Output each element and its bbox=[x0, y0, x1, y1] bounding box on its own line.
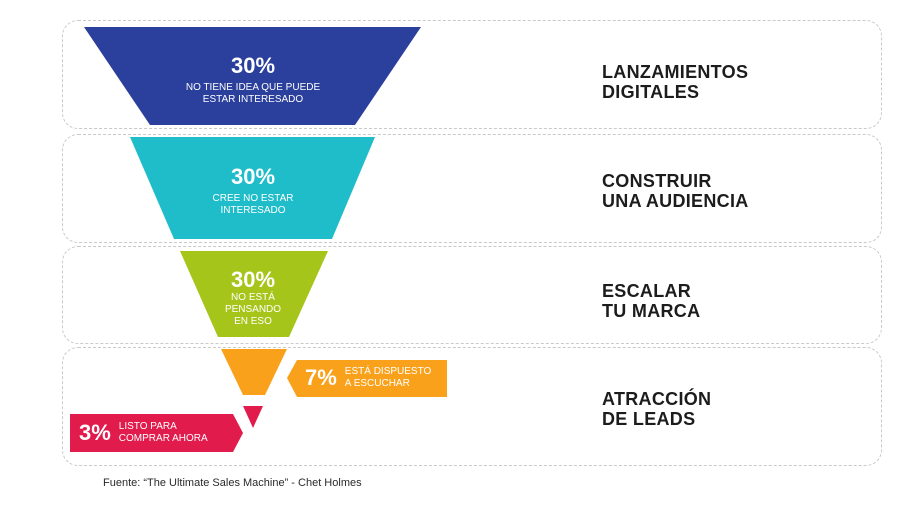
stage-2-desc-line: interesado bbox=[220, 205, 286, 216]
stage-2-label-line: UNA AUDIENCIA bbox=[602, 191, 749, 211]
funnel-segment-2 bbox=[130, 137, 375, 239]
stage-3-percent: 30% bbox=[230, 267, 276, 292]
stage-1-desc-line: estar interesado bbox=[202, 94, 304, 105]
callout-3-desc-line: LISTO PARA bbox=[118, 421, 177, 432]
callout-3-box bbox=[70, 414, 243, 452]
stage-4-label-line: DE LEADS bbox=[602, 409, 696, 429]
callout-7-desc-line: A ESCUCHAR bbox=[344, 378, 410, 389]
stage-2-percent: 30% bbox=[230, 164, 276, 189]
stage-2-description: Cree no estar interesado bbox=[183, 193, 323, 217]
funnel-segment-5 bbox=[243, 406, 263, 428]
callout-3-value: 3% bbox=[79, 420, 111, 445]
stage-3-desc-line: en eso bbox=[234, 316, 272, 327]
stage-1-desc-line: No tiene idea que puede bbox=[185, 82, 321, 93]
stage-3-label: ESCALAR TU MARCA bbox=[602, 281, 700, 321]
stage-1-label-line: LANZAMIENTOS bbox=[602, 62, 749, 82]
funnel-segment-1 bbox=[84, 27, 421, 125]
stage-3-desc-line: No está bbox=[231, 292, 275, 303]
callout-7-value: 7% bbox=[305, 365, 337, 390]
funnel-segment-4 bbox=[221, 349, 287, 395]
stage-1-label-line: DIGITALES bbox=[602, 82, 700, 102]
stage-4-label: ATRACCIÓN DE LEADS bbox=[602, 389, 711, 429]
stage-3-label-line: TU MARCA bbox=[602, 301, 701, 321]
stage-1-percent: 30% bbox=[230, 53, 276, 78]
callout-7-desc-line: ESTÁ DISPUESTO bbox=[344, 366, 432, 377]
callout-3-percent: 3% LISTO PARA COMPRAR AHORA bbox=[79, 421, 208, 445]
stage-2-desc-line: Cree no estar bbox=[212, 193, 294, 204]
stage-4-label-line: ATRACCIÓN bbox=[602, 389, 712, 409]
callout-7-description: ESTÁ DISPUESTO A ESCUCHAR bbox=[345, 366, 432, 390]
source-citation: Fuente: “The Ultimate Sales Machine” - C… bbox=[103, 477, 362, 489]
stage-3-label-line: ESCALAR bbox=[602, 281, 692, 301]
stage-3-description: No está pensando en eso bbox=[203, 292, 303, 328]
callout-7-box bbox=[287, 360, 447, 397]
callout-7-percent: 7% ESTÁ DISPUESTO A ESCUCHAR bbox=[305, 366, 431, 390]
callout-3-description: LISTO PARA COMPRAR AHORA bbox=[119, 421, 208, 445]
stage-2-label: CONSTRUIR UNA AUDIENCIA bbox=[602, 171, 749, 211]
funnel-segment-3 bbox=[180, 251, 328, 337]
stage-2-label-line: CONSTRUIR bbox=[602, 171, 712, 191]
stage-1-description: No tiene idea que puede estar interesado bbox=[163, 82, 343, 106]
stage-3-desc-line: pensando bbox=[224, 304, 282, 315]
callout-3-desc-line: COMPRAR AHORA bbox=[118, 433, 208, 444]
stage-1-label: LANZAMIENTOS DIGITALES bbox=[602, 62, 748, 102]
